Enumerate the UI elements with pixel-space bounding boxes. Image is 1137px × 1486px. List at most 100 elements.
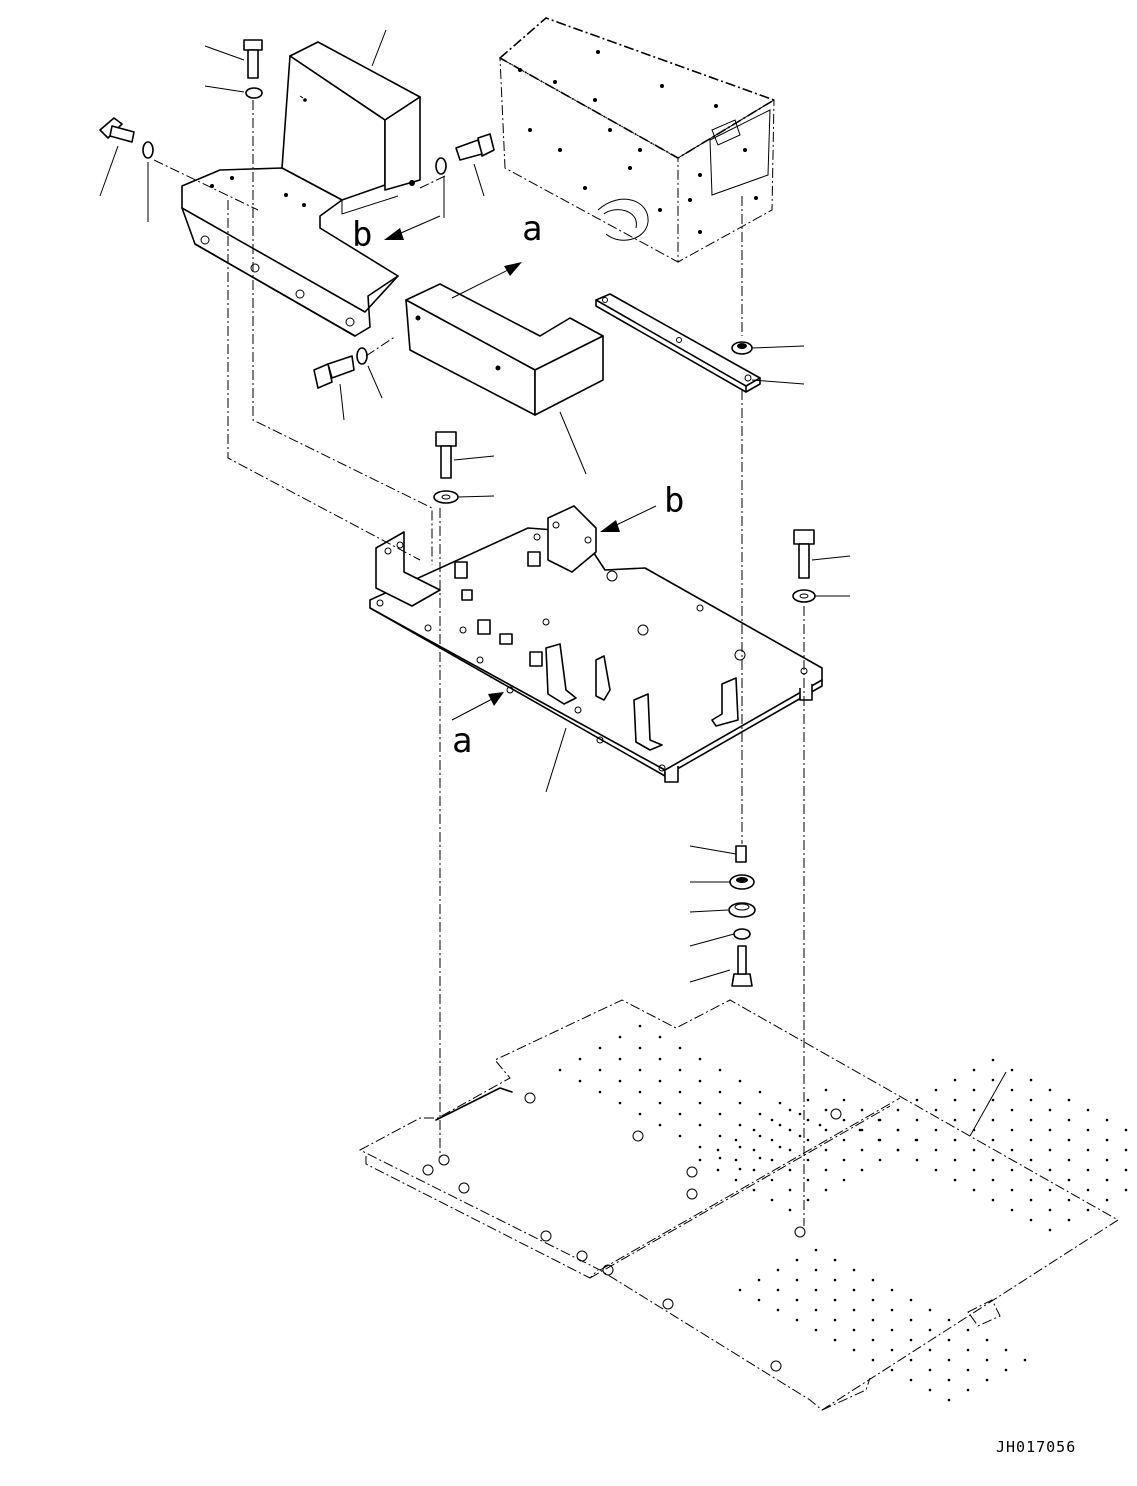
perforation-dot — [814, 1328, 818, 1332]
perforation-dot — [658, 1079, 662, 1083]
perforation-dot — [824, 1148, 828, 1152]
perforation-dot — [842, 1118, 846, 1122]
perforation-dot — [858, 1128, 862, 1132]
perforation-dot — [860, 1148, 864, 1152]
perforation-dot — [991, 1078, 995, 1082]
perforation-dot — [795, 1278, 799, 1282]
perforation-dot — [718, 1090, 722, 1094]
perforation-dot — [934, 1168, 938, 1172]
perforation-dot — [1086, 1108, 1090, 1112]
perforation-dot — [806, 1178, 810, 1182]
perforation-dot — [758, 1090, 762, 1094]
perforation-dot — [852, 1268, 856, 1272]
perforation-dot — [788, 1108, 792, 1112]
perforation-dot — [860, 1108, 864, 1112]
perforation-dot — [966, 1348, 970, 1352]
perforation-dot — [788, 1168, 792, 1172]
perforation-dot — [752, 1188, 756, 1192]
perforation-dot — [788, 1188, 792, 1192]
perforation-dot — [833, 1258, 837, 1262]
perforation-dot — [1124, 1188, 1128, 1192]
perforation-dot — [928, 1348, 932, 1352]
perforation-dot — [934, 1088, 938, 1092]
perforation-dot — [814, 1308, 818, 1312]
perforation-dot — [770, 1178, 774, 1182]
perforation-dot — [842, 1178, 846, 1182]
perforation-dot — [1010, 1188, 1014, 1192]
perforation-dot — [1067, 1218, 1071, 1222]
perforation-dot — [752, 1148, 756, 1152]
perforation-dot — [871, 1358, 875, 1362]
perforation-dot — [1010, 1068, 1014, 1072]
perforation-dot — [871, 1318, 875, 1322]
view-label-b-top: b — [352, 215, 372, 255]
perforation-dot — [896, 1148, 900, 1152]
perforation-dot — [1048, 1128, 1052, 1132]
controller-box — [499, 17, 775, 263]
perforation-dot — [1124, 1168, 1128, 1172]
perforation-dot — [972, 1188, 976, 1192]
perforation-dot — [1124, 1128, 1128, 1132]
perforation-dot — [678, 1046, 682, 1050]
perforation-dot — [909, 1358, 913, 1362]
perforation-dot — [1004, 1368, 1008, 1372]
perforation-dot — [598, 1090, 602, 1094]
perforation-dot — [947, 1378, 951, 1382]
drawing-code: JH017056 — [996, 1438, 1076, 1456]
perforation-dot — [758, 1134, 762, 1138]
perforation-dot — [788, 1148, 792, 1152]
perforation-dot — [890, 1308, 894, 1312]
middle-cover — [405, 283, 604, 416]
perforation-dot — [852, 1288, 856, 1292]
perforation-dot — [915, 1138, 919, 1142]
perforation-dot — [578, 1057, 582, 1061]
perforation-dot — [752, 1128, 756, 1132]
perforation-dot — [991, 1118, 995, 1122]
perforation-dot — [1029, 1178, 1033, 1182]
perforation-dot — [860, 1168, 864, 1172]
perforation-dot — [1105, 1118, 1109, 1122]
perforation-dot — [814, 1248, 818, 1252]
perforation-dot — [1086, 1188, 1090, 1192]
perforation-dot — [698, 1158, 702, 1162]
perforation-dot — [1029, 1218, 1033, 1222]
perforation-dot — [953, 1118, 957, 1122]
perforation-dot — [991, 1198, 995, 1202]
perforation-dot — [806, 1118, 810, 1122]
perforation-dot — [778, 1101, 782, 1105]
perforation-dot — [795, 1258, 799, 1262]
perforation-dot — [1029, 1138, 1033, 1142]
perforation-dot — [678, 1134, 682, 1138]
perforation-dot — [953, 1178, 957, 1182]
perforation-dot — [778, 1123, 782, 1127]
perforation-dot — [788, 1128, 792, 1132]
fasteners — [99, 39, 816, 987]
perforation-dot — [716, 1148, 720, 1152]
perforation-dot — [1067, 1118, 1071, 1122]
perforation-dot — [991, 1158, 995, 1162]
perforation-dot — [833, 1298, 837, 1302]
perforation-dot — [598, 1046, 602, 1050]
perforation-dot — [718, 1156, 722, 1160]
perforation-dot — [678, 1112, 682, 1116]
perforation-dot — [770, 1158, 774, 1162]
perforation-dot — [1048, 1168, 1052, 1172]
perforation-dot — [638, 1112, 642, 1116]
perforation-dot — [833, 1338, 837, 1342]
perforation-dot — [678, 1068, 682, 1072]
perforation-dot — [798, 1134, 802, 1138]
perforation-dot — [1023, 1358, 1027, 1362]
perforation-dot — [818, 1123, 822, 1127]
perforation-dot — [985, 1338, 989, 1342]
perforation-dot — [1105, 1178, 1109, 1182]
leader-lines — [99, 29, 1007, 1137]
perforation-dot — [928, 1328, 932, 1332]
view-arrows — [384, 215, 657, 721]
perforation-dot — [991, 1058, 995, 1062]
perforation-dot — [991, 1098, 995, 1102]
perforation-dot — [890, 1368, 894, 1372]
perforation-dot — [738, 1079, 742, 1083]
perforation-dot — [806, 1138, 810, 1142]
perforation-dot — [909, 1378, 913, 1382]
perforation-dot — [1010, 1148, 1014, 1152]
